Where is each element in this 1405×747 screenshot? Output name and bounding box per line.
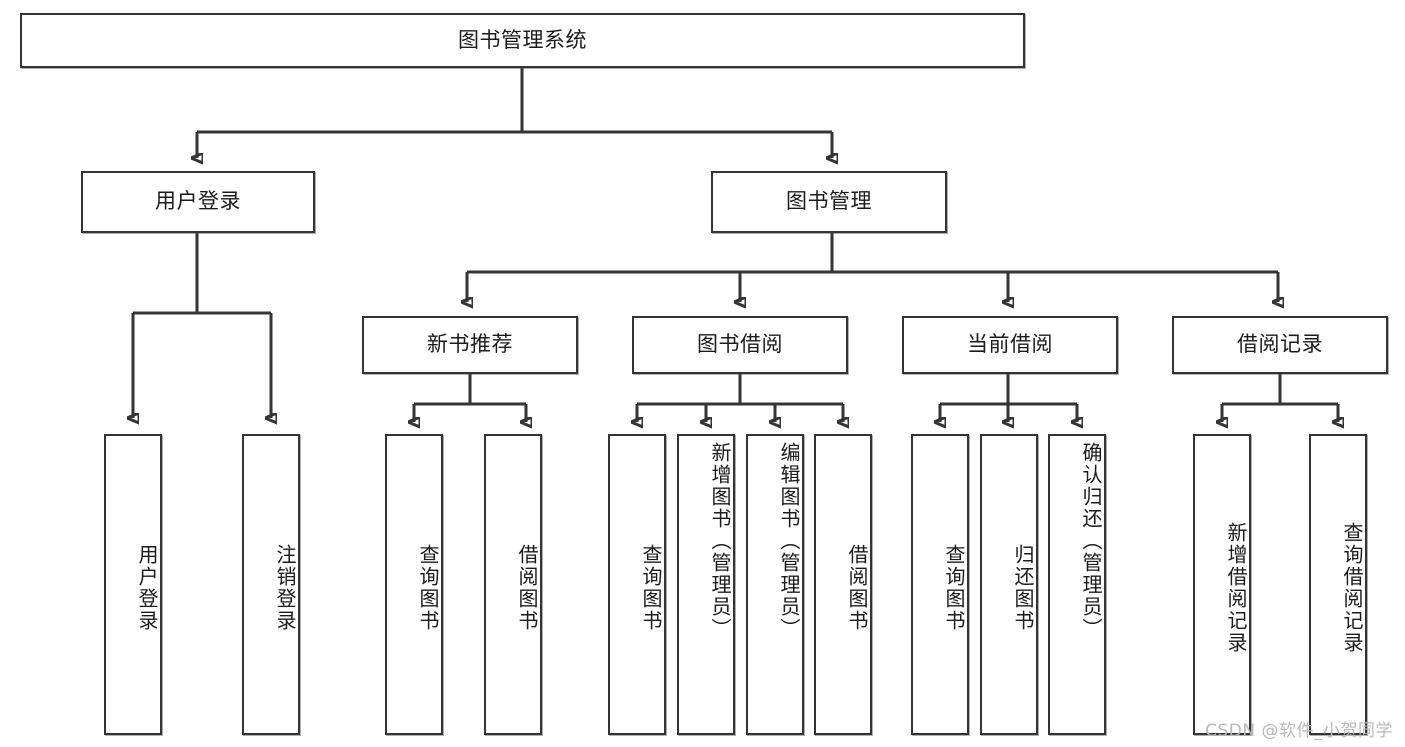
leaf-new-book-borrow-book[interactable]: 借阅图书	[484, 434, 542, 735]
watermark: CSDN @软件_小贺同学	[1205, 721, 1393, 741]
leaf-borrow-record-add-record[interactable]: 新增借阅记录	[1193, 434, 1251, 735]
node-label: 查询借阅记录	[1340, 521, 1364, 654]
node-book-borrow[interactable]: 图书借阅	[632, 316, 848, 374]
node-label: 编辑图书（管理员）	[777, 442, 801, 640]
node-label: 归还图书	[1011, 543, 1035, 632]
node-label: 查询图书	[942, 543, 966, 632]
leaf-borrow-record-query-record[interactable]: 查询借阅记录	[1309, 434, 1367, 735]
node-label: 当前借阅	[967, 332, 1053, 357]
node-label: 借阅记录	[1237, 332, 1323, 357]
node-label: 注销登录	[273, 543, 297, 632]
node-label: 用户登录	[155, 189, 241, 214]
node-label: 图书管理系统	[458, 27, 587, 52]
node-current-borrow[interactable]: 当前借阅	[902, 316, 1118, 374]
leaf-user-login-login[interactable]: 用户登录	[104, 434, 162, 735]
node-label: 用户登录	[135, 543, 159, 632]
leaf-current-borrow-confirm-return-admin[interactable]: 确认归还（管理员）	[1048, 434, 1106, 735]
leaf-book-borrow-add-book-admin[interactable]: 新增图书（管理员）	[677, 434, 735, 735]
node-label: 图书管理	[786, 189, 872, 214]
node-label: 图书借阅	[697, 332, 783, 357]
node-borrow-record[interactable]: 借阅记录	[1172, 316, 1388, 374]
node-new-book-recommend[interactable]: 新书推荐	[362, 316, 578, 374]
node-label: 查询图书	[416, 543, 440, 632]
leaf-new-book-query-book[interactable]: 查询图书	[385, 434, 443, 735]
leaf-current-borrow-return-book[interactable]: 归还图书	[980, 434, 1038, 735]
node-label: 借阅图书	[515, 543, 539, 632]
node-label: 新书推荐	[427, 332, 513, 357]
leaf-book-borrow-edit-book-admin[interactable]: 编辑图书（管理员）	[746, 434, 804, 735]
node-label: 借阅图书	[845, 543, 869, 632]
leaf-book-borrow-query-book[interactable]: 查询图书	[608, 434, 666, 735]
leaf-book-borrow-borrow-book[interactable]: 借阅图书	[814, 434, 872, 735]
node-label: 查询图书	[639, 543, 663, 632]
node-root-book-management-system[interactable]: 图书管理系统	[20, 13, 1025, 68]
leaf-current-borrow-query-book[interactable]: 查询图书	[911, 434, 969, 735]
node-user-login[interactable]: 用户登录	[81, 171, 315, 233]
node-label: 新增图书（管理员）	[708, 442, 732, 640]
node-label: 确认归还（管理员）	[1079, 442, 1103, 640]
node-book-management[interactable]: 图书管理	[711, 171, 947, 233]
leaf-user-login-logout[interactable]: 注销登录	[242, 434, 300, 735]
node-label: 新增借阅记录	[1224, 521, 1248, 654]
